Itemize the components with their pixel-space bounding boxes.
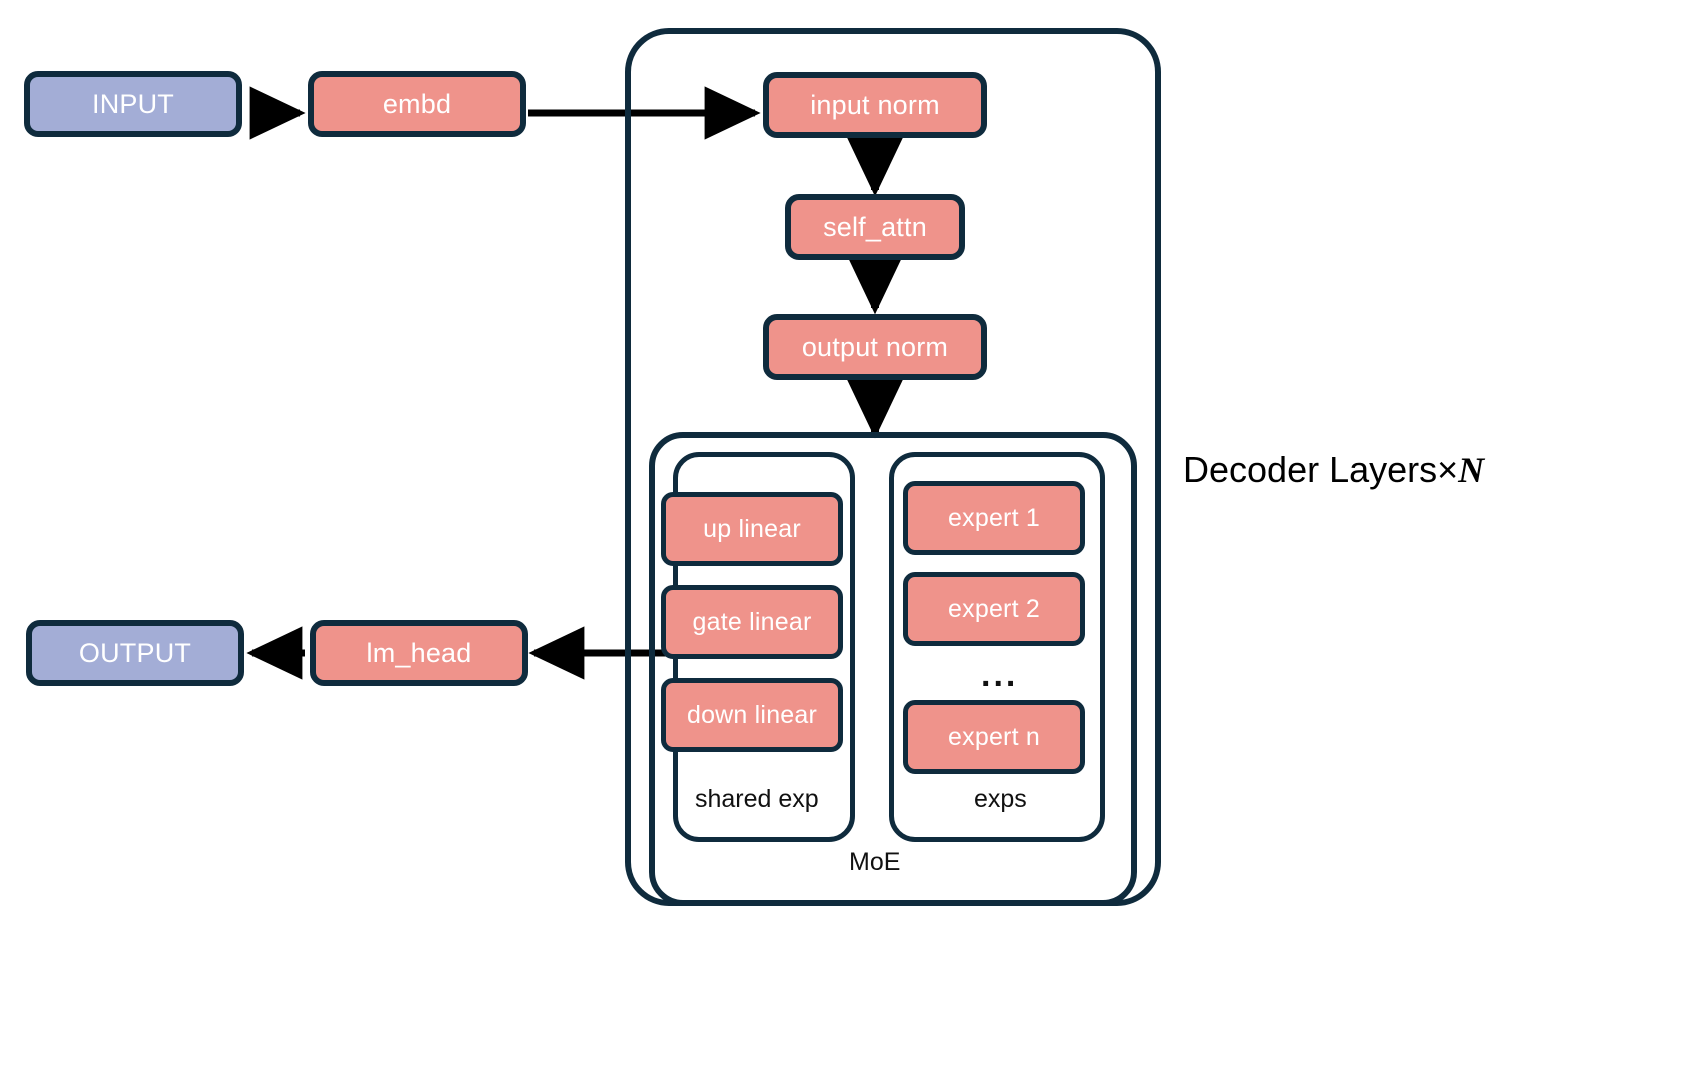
node-input[interactable]: INPUT [24, 71, 242, 137]
node-input-norm[interactable]: input norm [763, 72, 987, 138]
moe-label: MoE [849, 848, 901, 876]
node-lm-head[interactable]: lm_head [310, 620, 528, 686]
decoder-layers-label: Decoder Layers×N [1183, 449, 1485, 490]
decoder-layers-label-text: Decoder Layers× [1183, 449, 1459, 490]
shared-expert-label: shared exp [695, 785, 819, 813]
node-up-linear[interactable]: up linear [661, 492, 843, 566]
node-output[interactable]: OUTPUT [26, 620, 244, 686]
experts-label: exps [974, 785, 1027, 813]
experts-container [889, 452, 1105, 842]
node-embd[interactable]: embd [308, 71, 526, 137]
node-self-attn[interactable]: self_attn [785, 194, 965, 260]
expert-ellipsis: ... [981, 656, 1019, 694]
node-gate-linear[interactable]: gate linear [661, 585, 843, 659]
node-expert-n[interactable]: expert n [903, 700, 1085, 774]
node-expert-2[interactable]: expert 2 [903, 572, 1085, 646]
node-output-norm[interactable]: output norm [763, 314, 987, 380]
decoder-layers-count-var: N [1458, 450, 1485, 490]
node-expert-1[interactable]: expert 1 [903, 481, 1085, 555]
node-down-linear[interactable]: down linear [661, 678, 843, 752]
